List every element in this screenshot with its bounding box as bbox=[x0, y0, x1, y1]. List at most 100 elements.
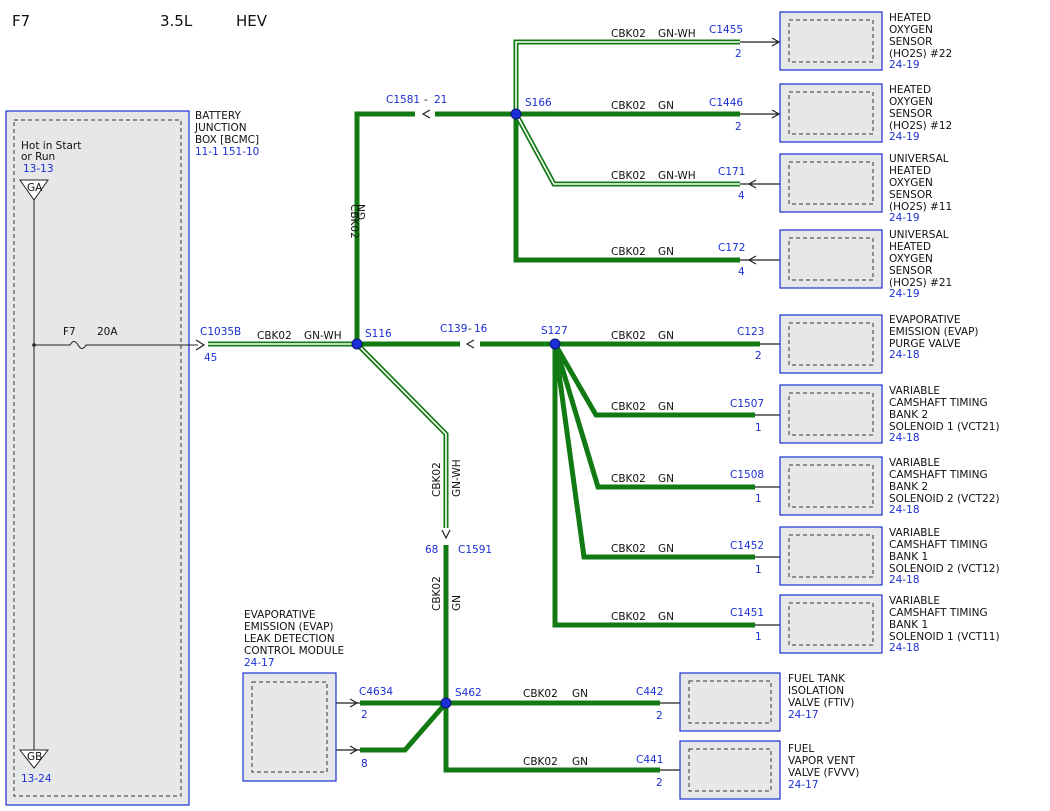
battery-junction-box[interactable] bbox=[5, 110, 190, 806]
svg-text:HEATED: HEATED bbox=[889, 12, 931, 24]
svg-text:GN: GN bbox=[658, 100, 674, 112]
c1451-pin: 1 bbox=[755, 631, 762, 643]
c442-pin: 2 bbox=[656, 710, 663, 722]
svg-text:GN: GN bbox=[451, 595, 463, 611]
c1508-label: C1508 bbox=[730, 469, 764, 481]
c171-label: C171 bbox=[718, 166, 745, 178]
svg-text:GN: GN bbox=[658, 246, 674, 258]
splice-s116[interactable] bbox=[351, 338, 363, 350]
component-vct21[interactable] bbox=[779, 384, 883, 444]
ho2s11-ref: 24-19 bbox=[889, 212, 920, 224]
c1455-pin: 2 bbox=[735, 48, 742, 60]
svg-text:CBK02: CBK02 bbox=[611, 100, 646, 112]
svg-text:OXYGEN: OXYGEN bbox=[889, 253, 933, 265]
svg-text:CBK02: CBK02 bbox=[523, 688, 558, 700]
svg-text:CBK02: CBK02 bbox=[611, 330, 646, 342]
svg-text:BANK 1: BANK 1 bbox=[889, 551, 928, 563]
evap-ldcm-ref: 24-17 bbox=[244, 657, 275, 669]
wire-s116-c1591[interactable] bbox=[355, 342, 449, 528]
svg-text:PURGE VALVE: PURGE VALVE bbox=[889, 338, 961, 350]
svg-text:CONTROL MODULE: CONTROL MODULE bbox=[244, 645, 344, 657]
svg-text:(HO2S) #12: (HO2S) #12 bbox=[889, 120, 952, 132]
component-ftiv[interactable] bbox=[679, 672, 781, 732]
s166-label: S166 bbox=[525, 97, 552, 109]
component-evap-purge[interactable] bbox=[779, 314, 883, 374]
component-ho2s22[interactable] bbox=[779, 11, 883, 71]
component-ho2s12[interactable] bbox=[779, 83, 883, 143]
splice-s462[interactable] bbox=[440, 697, 452, 709]
c1507-pin: 1 bbox=[755, 422, 762, 434]
splice-s166[interactable] bbox=[510, 108, 522, 120]
svg-text:OXYGEN: OXYGEN bbox=[889, 24, 933, 36]
engine-title: 3.5L bbox=[160, 12, 193, 30]
component-vct22[interactable] bbox=[779, 456, 883, 516]
svg-text:GN: GN bbox=[658, 611, 674, 623]
c1451-label: C1451 bbox=[730, 607, 764, 619]
svg-text:CBK02: CBK02 bbox=[611, 28, 646, 40]
svg-text:CBK02: CBK02 bbox=[348, 204, 360, 239]
svg-text:BANK 2: BANK 2 bbox=[889, 481, 928, 493]
component-vct11[interactable] bbox=[779, 594, 883, 654]
svg-text:CBK02: CBK02 bbox=[431, 576, 443, 611]
svg-text:BANK 1: BANK 1 bbox=[889, 619, 928, 631]
svg-text:VALVE (FVVV): VALVE (FVVV) bbox=[788, 767, 859, 779]
wire-c441[interactable] bbox=[443, 703, 660, 773]
svg-text:-: - bbox=[424, 94, 428, 106]
component-ho2s21[interactable] bbox=[779, 229, 883, 289]
vct11-ref: 24-18 bbox=[889, 642, 920, 654]
svg-text:GN-WH: GN-WH bbox=[304, 330, 342, 342]
svg-text:CBK02: CBK02 bbox=[431, 462, 443, 497]
wire-c1508[interactable] bbox=[552, 343, 755, 490]
ftiv-ref: 24-17 bbox=[788, 709, 819, 721]
svg-text:VARIABLE: VARIABLE bbox=[889, 527, 940, 539]
fuse-id-title: F7 bbox=[12, 12, 30, 30]
svg-text:GN: GN bbox=[572, 688, 588, 700]
component-fvvv[interactable] bbox=[679, 740, 781, 800]
svg-text:CBK02: CBK02 bbox=[257, 330, 292, 342]
bjb-title-line1: BATTERY bbox=[195, 110, 241, 122]
svg-text:VALVE (FTIV): VALVE (FTIV) bbox=[788, 697, 854, 709]
svg-text:VARIABLE: VARIABLE bbox=[889, 385, 940, 397]
evap-purge-ref: 24-18 bbox=[889, 349, 920, 361]
s127-label: S127 bbox=[541, 325, 568, 337]
wire-c172[interactable] bbox=[513, 114, 740, 263]
svg-text:CBK02: CBK02 bbox=[611, 473, 646, 485]
hot-ref[interactable]: 13-13 bbox=[23, 163, 54, 175]
c4634-label: C4634 bbox=[359, 686, 393, 698]
c1508-pin: 1 bbox=[755, 493, 762, 505]
wire-c1451[interactable] bbox=[552, 344, 755, 628]
svg-text:GN: GN bbox=[572, 756, 588, 768]
svg-text:-: - bbox=[468, 323, 472, 335]
component-ho2s11[interactable] bbox=[779, 153, 883, 213]
svg-text:EVAPORATIVE: EVAPORATIVE bbox=[244, 609, 316, 621]
c1446-label: C1446 bbox=[709, 97, 743, 109]
svg-text:VARIABLE: VARIABLE bbox=[889, 457, 940, 469]
wire-c1507[interactable] bbox=[552, 342, 755, 418]
splice-s127[interactable] bbox=[549, 338, 561, 350]
c139-label: C139 bbox=[440, 323, 467, 335]
gb-ref[interactable]: 13-24 bbox=[21, 773, 52, 785]
svg-text:CAMSHAFT TIMING: CAMSHAFT TIMING bbox=[889, 607, 988, 619]
svg-text:OXYGEN: OXYGEN bbox=[889, 177, 933, 189]
ho2s21-ref: 24-19 bbox=[889, 288, 920, 300]
svg-text:UNIVERSAL: UNIVERSAL bbox=[889, 153, 949, 165]
bjb-ref[interactable]: 11-1 151-10 bbox=[195, 146, 259, 158]
ho2s22-ref: 24-19 bbox=[889, 59, 920, 71]
wire-s116-c1581[interactable] bbox=[354, 111, 415, 344]
wire-c1452[interactable] bbox=[552, 343, 755, 560]
svg-text:SOLENOID 1 (VCT21): SOLENOID 1 (VCT21) bbox=[889, 421, 1000, 433]
component-evap-ldcm[interactable] bbox=[242, 672, 337, 782]
svg-text:SOLENOID 2 (VCT12): SOLENOID 2 (VCT12) bbox=[889, 563, 1000, 575]
wire-c4634-pin8[interactable] bbox=[360, 701, 448, 753]
component-vct12[interactable] bbox=[779, 526, 883, 586]
svg-text:UNIVERSAL: UNIVERSAL bbox=[889, 229, 949, 241]
c1446-pin: 2 bbox=[735, 121, 742, 133]
hot-in-start-line2: or Run bbox=[21, 151, 55, 163]
svg-text:SENSOR: SENSOR bbox=[889, 108, 932, 120]
svg-text:CAMSHAFT TIMING: CAMSHAFT TIMING bbox=[889, 397, 988, 409]
fvvv-ref: 24-17 bbox=[788, 779, 819, 791]
svg-text:GN-WH: GN-WH bbox=[658, 170, 696, 182]
vct12-ref: 24-18 bbox=[889, 574, 920, 586]
svg-text:HEATED: HEATED bbox=[889, 241, 931, 253]
svg-text:CAMSHAFT TIMING: CAMSHAFT TIMING bbox=[889, 539, 988, 551]
